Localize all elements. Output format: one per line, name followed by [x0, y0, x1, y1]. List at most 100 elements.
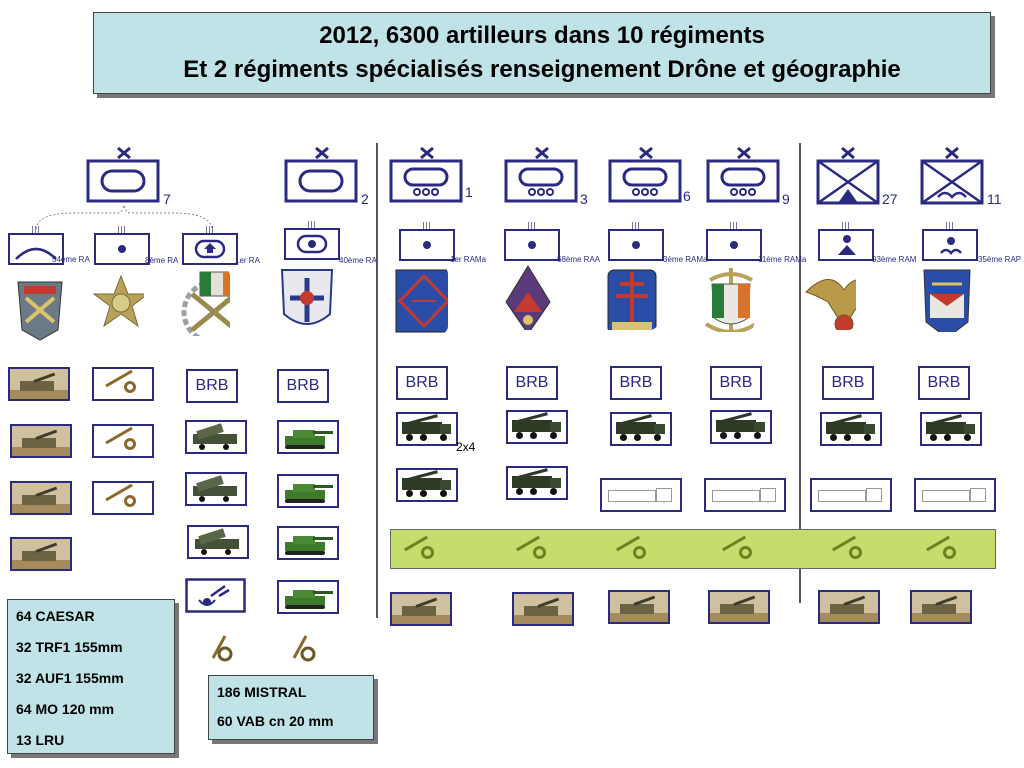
vehicle-image-aa [390, 592, 452, 626]
support-truck-drawing [600, 478, 682, 512]
brigade-echelon: 6 [683, 188, 691, 204]
caesar-truck-image [610, 412, 672, 446]
equipment-summary-right: 186 MISTRAL 60 VAB cn 20 mm [208, 675, 374, 740]
caesar-truck-image [506, 410, 568, 444]
grouping-brace [35, 204, 213, 230]
vehicle-image-aa [512, 592, 574, 626]
towed-gun-image [92, 367, 154, 401]
vehicle-image-aa [10, 481, 72, 515]
regiment-symbol-artillery-armored: ||| [284, 221, 340, 260]
artillery-dot-icon [632, 241, 640, 249]
mountain-artillery-icon [838, 235, 856, 255]
brigade-symbol-mechanized [504, 146, 578, 203]
brigade-echelon: 2 [361, 191, 369, 207]
regiment-label: 35ème RAP [978, 255, 1022, 264]
brigade-echelon: 11 [987, 191, 1002, 207]
armored-artillery-icon [296, 234, 328, 254]
caesar-truck-image [920, 412, 982, 446]
brigade-symbol-armor [86, 146, 160, 203]
mortar-image [292, 635, 316, 662]
self-propelled-gun-image [277, 420, 339, 454]
brigade-echelon: 1 [465, 184, 473, 200]
caesar-truck-image [820, 412, 882, 446]
artillery-dot-icon [118, 245, 126, 253]
summary-line: 186 MISTRAL [217, 684, 307, 700]
regiment-symbol-airborne-artillery: ||| [922, 222, 978, 261]
regiment-label: 93ème RAM [872, 255, 917, 264]
brb-box: BRB [277, 369, 329, 403]
quantity-annotation: 2x4 [456, 440, 476, 454]
brigade-echelon: 27 [882, 191, 898, 207]
vehicle-image-aa [708, 590, 770, 624]
brb-box: BRB [186, 369, 238, 403]
brigade-echelon: 7 [163, 191, 171, 207]
brb-box: BRB [918, 366, 970, 400]
mortar-icon [613, 535, 655, 562]
support-truck-drawing [704, 478, 786, 512]
summary-line: 13 LRU [16, 732, 65, 748]
summary-line: 32 AUF1 155mm [16, 670, 124, 686]
brigade-symbol-airborne [920, 146, 984, 205]
mortar-image [211, 635, 233, 662]
regiment-badge-1ra [181, 271, 230, 336]
regiment-symbol-mountain-artillery: ||| [818, 222, 874, 261]
airborne-artillery-icon [940, 237, 962, 255]
brigade-echelon: 3 [580, 191, 588, 207]
regiment-symbol-artillery: ||| [94, 226, 150, 265]
title-line-2: Et 2 régiments spécialisés renseignement… [183, 56, 901, 83]
regiment-symbol-artillery: ||| [608, 222, 664, 261]
towed-gun-image [92, 481, 154, 515]
brb-box: BRB [396, 366, 448, 400]
caesar-truck-image [506, 466, 568, 500]
regiment-label: 1er RA [235, 256, 260, 265]
regiment-label: 8ème RA [145, 256, 179, 265]
regiment-badge-68raa [505, 265, 551, 330]
brb-box: BRB [506, 366, 558, 400]
caesar-truck-image [396, 468, 458, 502]
regiment-badge-35rap [923, 269, 971, 332]
mortar-strip [390, 529, 996, 569]
regiment-label: 68ème RAA [557, 255, 601, 264]
artillery-dot-icon [423, 241, 431, 249]
regiment-badge-93ram [805, 279, 856, 330]
equipment-summary-left: 64 CAESAR 32 TRF1 155mm 32 AUF1 155mm 64… [7, 599, 175, 754]
brigade-symbol-mechanized [389, 146, 463, 203]
regiment-label: 54ème RA [52, 255, 90, 264]
self-propelled-gun-image [277, 580, 339, 614]
self-propelled-gun-image [277, 526, 339, 560]
caesar-truck-image [396, 412, 458, 446]
vehicle-image-aa [10, 424, 72, 458]
vehicle-image-aa [818, 590, 880, 624]
mortar-icon [923, 535, 965, 562]
vehicle-image-aa [10, 537, 72, 571]
regiment-label: 3ème RAMa [663, 255, 708, 264]
separator-line [799, 143, 801, 603]
brigade-symbol-mechanized [608, 146, 682, 203]
support-truck-drawing [914, 478, 996, 512]
regiment-badge-1rama [395, 269, 448, 333]
title-line-1: 2012, 6300 artilleurs dans 10 régiments [319, 22, 765, 49]
regiment-symbol-artillery: ||| [706, 222, 762, 261]
support-truck-drawing [810, 478, 892, 512]
self-propelled-gun-image [277, 474, 339, 508]
towed-gun-image [92, 424, 154, 458]
regiment-label: 40ème RA [339, 256, 377, 265]
rocket-launcher-image [185, 420, 247, 454]
brigade-symbol-armor [284, 146, 358, 203]
brigade-symbol-mechanized [706, 146, 780, 203]
regiment-badge-54ra [17, 281, 63, 341]
vehicle-image-aa [8, 367, 70, 401]
brigade-symbol-mountain [816, 146, 880, 205]
regiment-label: 11ème RAMa [758, 255, 807, 264]
mortar-icon [401, 535, 443, 562]
mortar-icon [719, 535, 761, 562]
summary-line: 64 MO 120 mm [16, 701, 115, 717]
summary-line: 60 VAB cn 20 mm [217, 713, 334, 729]
rocket-launcher-image [185, 472, 247, 506]
regiment-symbol-artillery-armored: ||| [182, 226, 238, 265]
surveillance-radar-icon [185, 578, 246, 613]
caesar-truck-image [710, 410, 772, 444]
mortar-icon [513, 535, 555, 562]
regiment-symbol-artillery: ||| [504, 222, 560, 261]
brb-box: BRB [822, 366, 874, 400]
